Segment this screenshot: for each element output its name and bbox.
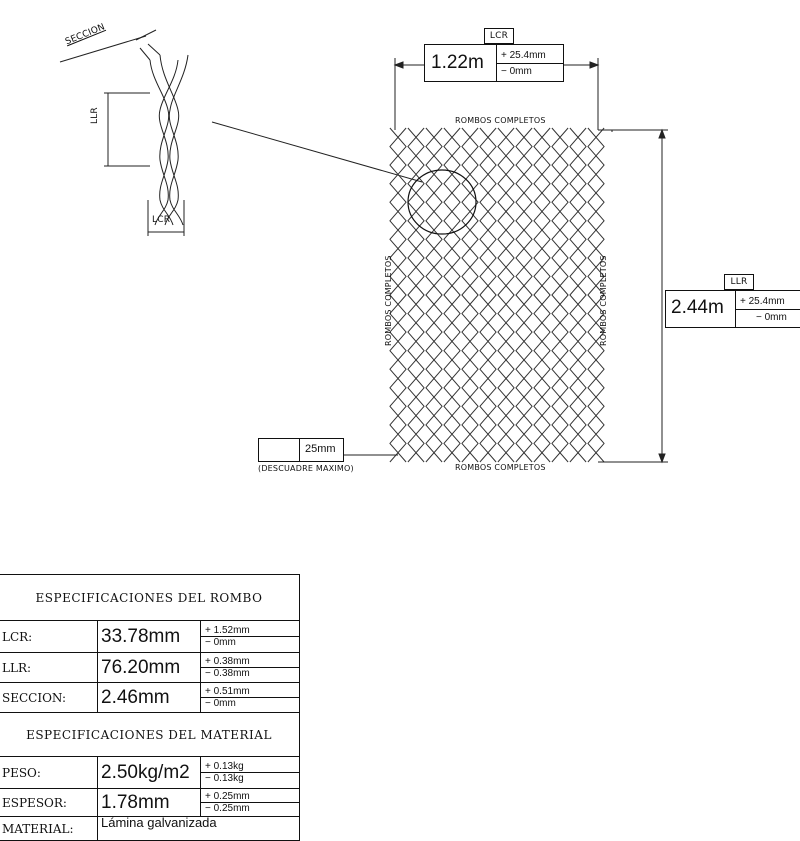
mesh-strand (461, 127, 479, 463)
spec-label: LLR: (0, 652, 98, 683)
spec-tol-plus: + 0.38mm (201, 656, 299, 668)
mesh-strand (425, 127, 443, 463)
spec-label: ESPESOR: (0, 788, 98, 817)
spec-tol-minus: − 0.38mm (205, 668, 250, 679)
spec-tol-plus: + 1.52mm (201, 625, 299, 637)
spec-value: 2.50kg/m2 (97, 756, 201, 789)
spec-material-title: ESPECIFICACIONES DEL MATERIAL (0, 712, 300, 757)
height-tol-plus: + 25.4mm (740, 296, 785, 307)
detail-circle (407, 169, 477, 235)
mesh-strand (479, 127, 497, 463)
lcr-detail-label: LCR (152, 215, 171, 225)
spec-tol-plus: + 0.25mm (201, 791, 299, 803)
spec-row-llr: LLR: 76.20mm + 0.38mm − 0.38mm (0, 652, 300, 683)
mesh-strand (533, 127, 551, 463)
mesh-left-label: ROMBOS COMPLETOS (384, 255, 393, 346)
mesh-strand (587, 127, 605, 463)
spec-table: ESPECIFICACIONES DEL ROMBO LCR: 33.78mm … (0, 574, 300, 841)
mesh-strand (461, 127, 479, 463)
width-tol-minus: − 0mm (501, 66, 532, 77)
height-dimension-box: 2.44m + 25.4mm − 0mm (665, 290, 800, 328)
llr-detail-label: LLR (90, 107, 100, 124)
mesh-strand (389, 127, 407, 463)
mesh-strand (515, 127, 533, 463)
mesh-strand (551, 127, 569, 463)
mesh-strand (407, 127, 425, 463)
diamond-detail-sketch (59, 29, 189, 236)
descuadre-value: 25mm (305, 443, 336, 455)
spec-row-lcr: LCR: 33.78mm + 1.52mm − 0mm (0, 620, 300, 653)
mesh-top-label: ROMBOS COMPLETOS (455, 116, 546, 125)
mesh-strand (497, 127, 515, 463)
mesh-strand (569, 127, 587, 463)
mesh-strand (425, 127, 443, 463)
spec-rombo-title: ESPECIFICACIONES DEL ROMBO (0, 574, 300, 621)
mesh-strand (407, 127, 425, 463)
spec-label: MATERIAL: (0, 816, 98, 841)
spec-row-peso: PESO: 2.50kg/m2 + 0.13kg − 0.13kg (0, 756, 300, 789)
spec-value: 33.78mm (97, 620, 201, 653)
mesh-strand (569, 127, 587, 463)
spec-tol-minus: − 0.25mm (205, 803, 250, 814)
mesh-right-label: ROMBOS COMPLETOS (599, 255, 608, 346)
height-tol-minus: − 0mm (756, 312, 787, 323)
spec-value: Lámina galvanizada (97, 816, 300, 841)
spec-row-espesor: ESPESOR: 1.78mm + 0.25mm − 0.25mm (0, 788, 300, 817)
spec-row-material: MATERIAL: Lámina galvanizada (0, 816, 300, 841)
mesh-strand (497, 127, 515, 463)
panel-height-dimension (598, 128, 668, 464)
spec-row-seccion: SECCION: 2.46mm + 0.51mm − 0mm (0, 682, 300, 713)
height-value: 2.44m (671, 297, 724, 318)
spec-tol-minus: − 0.13kg (205, 773, 244, 784)
mesh-strand (389, 127, 407, 463)
mesh-strand (551, 127, 569, 463)
mesh-strand (515, 127, 533, 463)
detail-leader-line (211, 121, 423, 183)
mesh-strand (443, 127, 461, 463)
descuadre-label: (DESCUADRE MAXIMO) (258, 464, 354, 473)
height-tag: LLR (724, 274, 754, 290)
spec-label: PESO: (0, 756, 98, 789)
mesh-strand (479, 127, 497, 463)
spec-label: SECCION: (0, 682, 98, 713)
spec-tol-minus: − 0mm (205, 698, 236, 709)
spec-tol-plus: + 0.13kg (201, 761, 299, 773)
mesh-bottom-label: ROMBOS COMPLETOS (455, 463, 546, 472)
width-tag: LCR (484, 28, 514, 44)
width-value: 1.22m (431, 52, 484, 73)
spec-value: 2.46mm (97, 682, 201, 713)
width-dimension-box: 1.22m + 25.4mm − 0mm (424, 44, 564, 82)
spec-tol-minus: − 0mm (205, 637, 236, 648)
spec-label: LCR: (0, 620, 98, 653)
expanded-metal-mesh (389, 127, 605, 463)
mesh-strand (533, 127, 551, 463)
descuadre-box: 25mm (258, 438, 344, 462)
spec-value: 76.20mm (97, 652, 201, 683)
spec-tol-plus: + 0.51mm (201, 686, 299, 698)
mesh-strand (587, 127, 605, 463)
spec-value: 1.78mm (97, 788, 201, 817)
width-tol-plus: + 25.4mm (501, 50, 546, 61)
mesh-strand (443, 127, 461, 463)
